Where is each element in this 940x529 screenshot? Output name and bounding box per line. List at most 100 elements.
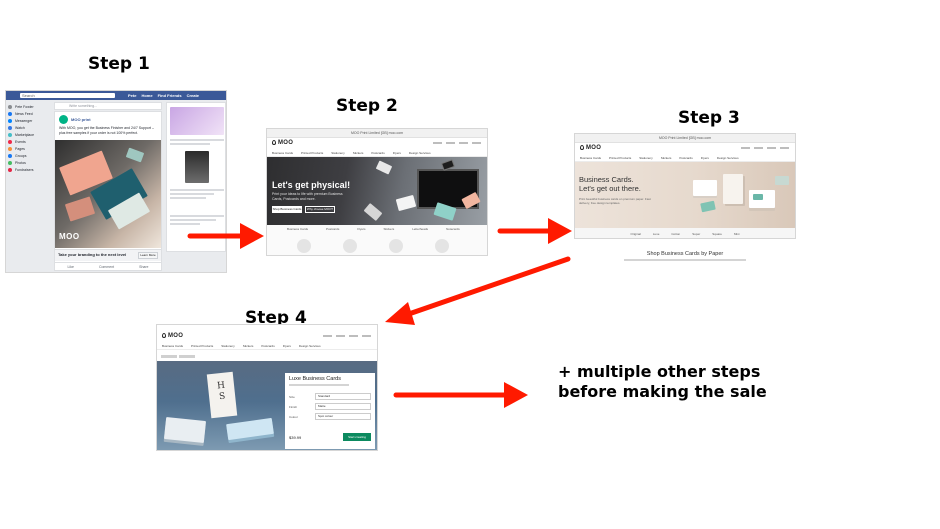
- nav-item[interactable]: Stickers: [352, 151, 364, 155]
- facebook-nav-item: Find Friends: [157, 93, 182, 98]
- moo-drop-icon: [580, 145, 584, 150]
- category-item[interactable]: Notecards: [446, 227, 460, 231]
- moo-header: MOO: [267, 138, 487, 150]
- step-1-label: Step 1: [88, 54, 150, 74]
- facebook-right-column: [166, 102, 226, 252]
- facebook-nav: Pete Home Find Friends Create: [128, 91, 199, 100]
- photos-icon: [8, 160, 12, 165]
- post-actions: Like Comment Share: [55, 262, 161, 271]
- nav-item[interactable]: Stickers: [660, 156, 672, 160]
- share-button[interactable]: Share: [139, 265, 149, 269]
- nav-item[interactable]: Business Cards: [580, 156, 602, 160]
- paper-option[interactable]: Mini: [733, 232, 740, 236]
- nav-item[interactable]: Stationery: [331, 151, 345, 155]
- option-label: Finish: [289, 405, 298, 409]
- moo-home-hero: Let's get physical! Print your ideas to …: [267, 157, 487, 225]
- hero-subtitle: Print beautiful business cards on premiu…: [579, 197, 651, 205]
- nav-item[interactable]: Stationery: [639, 156, 653, 160]
- facebook-sidebar-item: Messenger: [8, 117, 52, 124]
- moo-ad-logo: MOO: [59, 232, 80, 241]
- nav-item[interactable]: Flyers: [392, 151, 401, 155]
- moo-drop-icon: [162, 333, 166, 338]
- moo-product-screenshot: MOO Business Cards Printed Products Stat…: [156, 324, 378, 451]
- paper-option[interactable]: Luxe: [652, 232, 660, 236]
- nav-item[interactable]: Postcards: [679, 156, 693, 160]
- category-item[interactable]: Letterheads: [412, 227, 429, 231]
- post-ad-image: MOO: [55, 140, 161, 248]
- events-icon: [8, 139, 12, 144]
- groups-icon: [8, 153, 12, 158]
- product-subtitle: [289, 384, 349, 386]
- category-item[interactable]: Business Cards: [287, 227, 309, 231]
- nav-item[interactable]: Printed Products: [191, 344, 214, 348]
- like-button[interactable]: Like: [67, 265, 74, 269]
- why-moo-button[interactable]: Why choose MOO?: [305, 206, 335, 213]
- finish-select[interactable]: Matte: [315, 403, 371, 410]
- paper-option[interactable]: Super: [692, 232, 701, 236]
- nav-item[interactable]: Postcards: [371, 151, 385, 155]
- right-column-text-line: [170, 139, 224, 141]
- facebook-nav-item: Pete: [128, 93, 137, 98]
- card-stack: [163, 416, 207, 444]
- category-item[interactable]: Flyers: [357, 227, 366, 231]
- paper-option[interactable]: Original: [630, 232, 641, 236]
- nav-item[interactable]: Flyers: [700, 156, 709, 160]
- marketplace-icon: [8, 132, 12, 137]
- hero-title: Business Cards.Let's get out there.: [579, 175, 641, 193]
- watch-icon: [8, 125, 12, 130]
- nav-item[interactable]: Postcards: [261, 344, 275, 348]
- nav-item[interactable]: Printed Products: [301, 151, 324, 155]
- colour-select[interactable]: Spot colour: [315, 413, 371, 420]
- nav-item[interactable]: Design Services: [716, 156, 739, 160]
- post-cta-text: Take your branding to the next level: [58, 252, 127, 257]
- post-header: MOO print: [59, 115, 91, 124]
- nav-item[interactable]: Business Cards: [162, 344, 184, 348]
- card-stack: [693, 180, 717, 196]
- nav-item[interactable]: Stationery: [221, 344, 235, 348]
- messenger-icon: [8, 118, 12, 123]
- breadcrumb: [161, 355, 195, 358]
- closing-note-line-2: before making the sale: [558, 382, 767, 401]
- avatar-icon: [8, 104, 12, 109]
- right-column-image: [185, 151, 209, 183]
- step-2-label: Step 2: [336, 96, 398, 116]
- learn-more-button[interactable]: Learn More: [138, 252, 158, 259]
- arrowhead-step1-to-step2: [240, 223, 264, 249]
- closing-note: + multiple other steps before making the…: [558, 362, 767, 402]
- category-item[interactable]: Stickers: [383, 227, 395, 231]
- card-accent: [775, 176, 789, 185]
- facebook-sidebar-item: Marketplace: [8, 131, 52, 138]
- nav-item[interactable]: Design Services: [298, 344, 321, 348]
- nav-item[interactable]: Design Services: [408, 151, 431, 155]
- facebook-sidebar-item: News Feed: [8, 110, 52, 117]
- product-title: Luxe Business Cards: [289, 376, 341, 382]
- header-links: [433, 142, 481, 144]
- paper-option[interactable]: Square: [712, 232, 722, 236]
- nav-item[interactable]: Flyers: [282, 344, 291, 348]
- category-item[interactable]: Postcards: [326, 227, 340, 231]
- start-creating-button[interactable]: Start creating: [343, 433, 371, 441]
- nav-item[interactable]: Stickers: [242, 344, 254, 348]
- category-strip: Business Cards Postcards Flyers Stickers…: [267, 225, 487, 255]
- arrow-step3-to-step4: [400, 256, 571, 319]
- flying-card: [363, 203, 383, 221]
- size-select[interactable]: Standard: [315, 393, 371, 400]
- closing-note-line-1: + multiple other steps: [558, 362, 761, 381]
- arrowhead-step2-to-step3: [548, 218, 572, 244]
- nav-item[interactable]: Business Cards: [272, 151, 294, 155]
- news-feed-icon: [8, 111, 12, 116]
- moo-nav: Business Cards Printed Products Statione…: [157, 343, 377, 350]
- right-column-text-line: [170, 189, 224, 191]
- card-stack: [723, 174, 743, 204]
- moo-nav: Business Cards Printed Products Statione…: [267, 150, 487, 157]
- comment-button[interactable]: Comment: [98, 265, 115, 269]
- paper-options-row: Original Luxe Cotton Super Square Mini: [575, 228, 795, 238]
- shop-by-paper-subtext: [624, 259, 746, 261]
- nav-item[interactable]: Printed Products: [609, 156, 632, 160]
- paper-option[interactable]: Cotton: [671, 232, 681, 236]
- post-cta-bar: Take your branding to the next level Lea…: [55, 249, 161, 261]
- post-author: MOO print: [71, 117, 91, 122]
- category-thumbnail: [435, 239, 449, 253]
- shop-business-cards-button[interactable]: Shop Business Cards: [272, 206, 302, 213]
